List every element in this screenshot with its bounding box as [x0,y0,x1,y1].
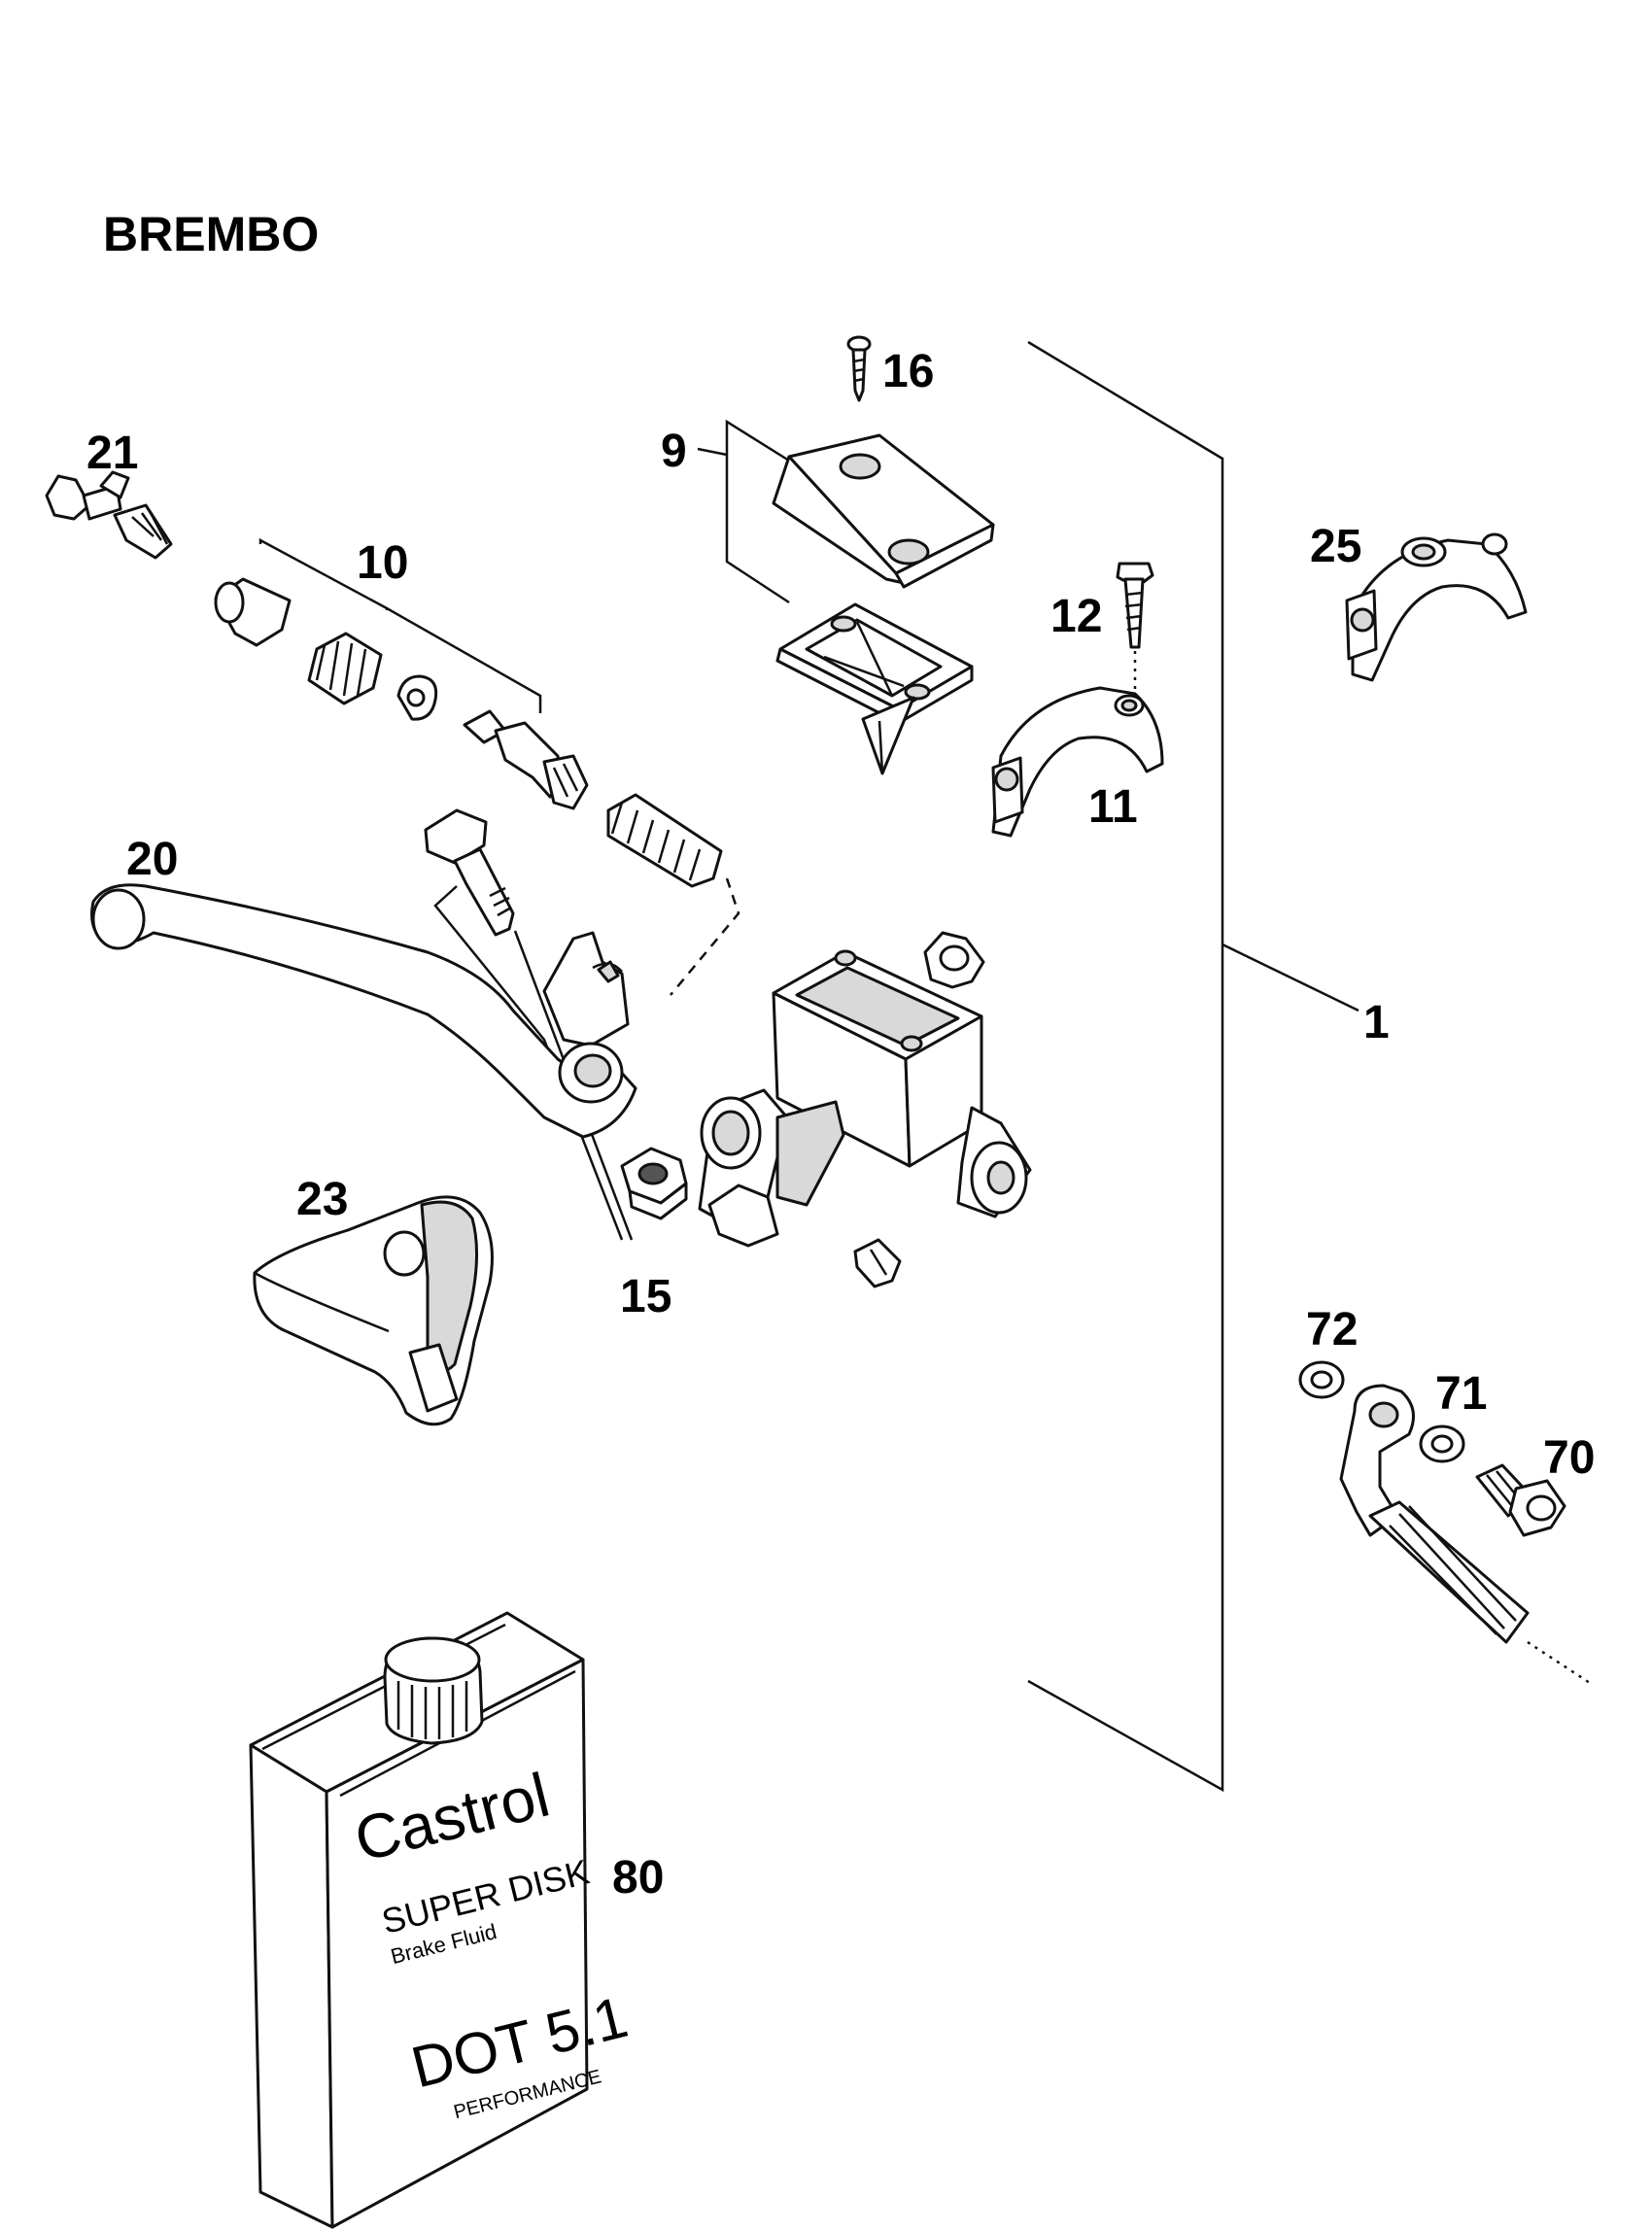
handlebar-clamp-11[interactable] [991,686,1164,838]
banjo-hose[interactable] [1339,1384,1591,1685]
piston-kit-10[interactable] [214,537,589,810]
callout-10: 10 [357,537,408,589]
callout-16: 16 [882,346,934,397]
lever-guard-23[interactable] [253,1195,494,1426]
bolt-12[interactable] [1116,562,1154,696]
callout-21: 21 [86,428,138,479]
callout-20: 20 [126,834,178,885]
screw-16[interactable] [846,335,872,402]
washer-72[interactable] [1298,1360,1345,1399]
handlebar-clamp-25[interactable] [1345,532,1528,682]
banjo-bolt-70[interactable] [1475,1463,1566,1537]
callout-80: 80 [612,1852,664,1904]
pivot-nut[interactable] [620,1147,688,1220]
callout-71: 71 [1435,1368,1487,1420]
pivot-bolt-15[interactable] [424,808,634,1241]
callout-23: 23 [296,1174,348,1225]
master-cylinder-body[interactable] [698,931,1032,1288]
callout-11: 11 [1088,781,1138,833]
diagram-title: BREMBO [103,207,319,261]
callout-25: 25 [1310,521,1361,572]
return-spring[interactable] [606,793,740,996]
reservoir-gasket-9[interactable] [775,602,974,775]
callout-15: 15 [620,1271,671,1322]
reservoir-cover-9[interactable] [697,419,995,604]
callout-70: 70 [1543,1432,1595,1484]
callout-72: 72 [1306,1304,1358,1355]
callout-1: 1 [1363,997,1390,1048]
washer-71[interactable] [1419,1424,1465,1463]
brake-fluid-can-80[interactable]: Castrol SUPER DISK Brake Fluid DOT 5.1 P… [249,1611,641,2229]
lever-adjuster-21[interactable] [45,470,173,560]
assembly-bracket-1 [1027,340,1359,1793]
brake-lever-20[interactable] [90,883,637,1139]
callout-9: 9 [661,426,687,477]
callout-12: 12 [1050,591,1102,642]
